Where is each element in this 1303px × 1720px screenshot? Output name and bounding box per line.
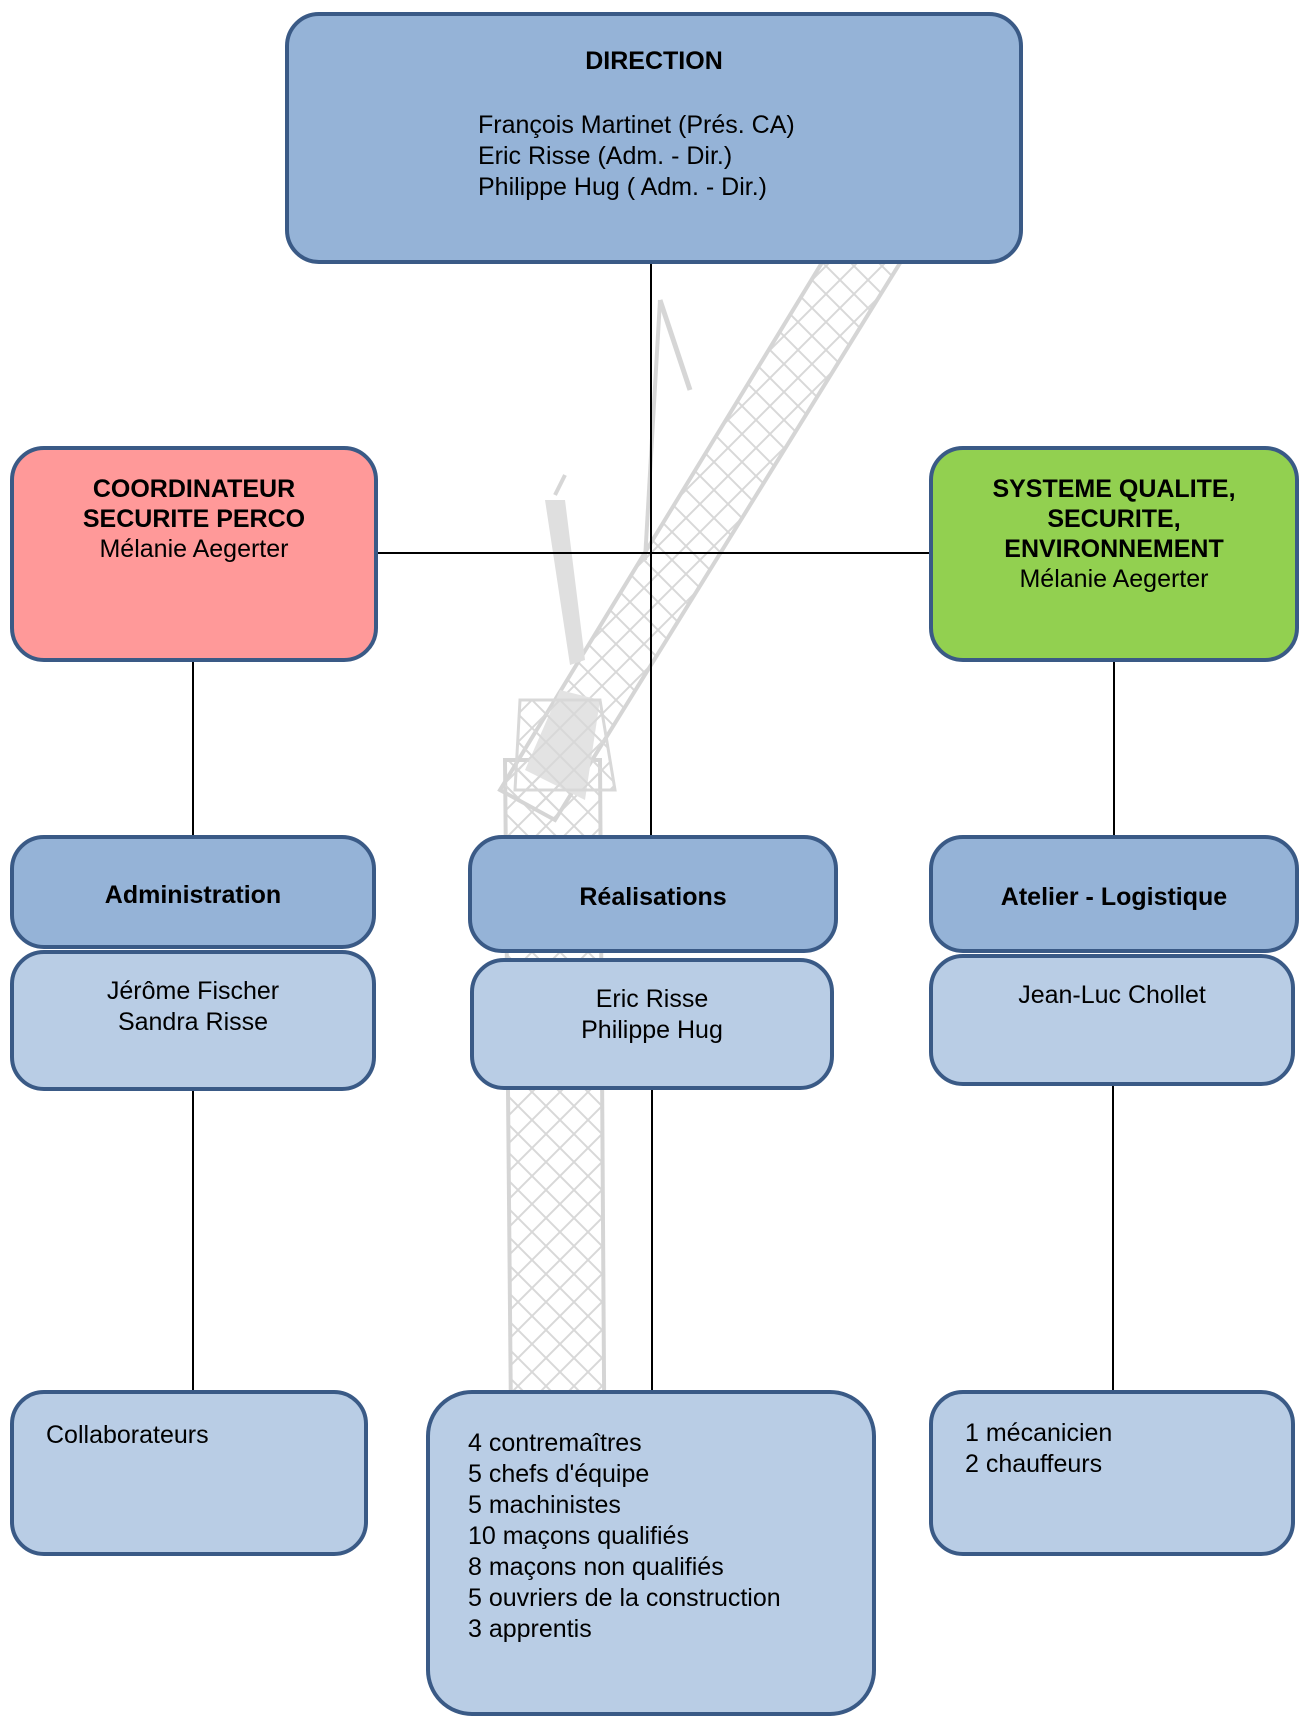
realisations-staff-item: 8 maçons non qualifiés <box>468 1553 724 1581</box>
direction-member: Eric Risse (Adm. - Dir.) <box>478 142 733 170</box>
qualite-title-line: ENVIRONNEMENT <box>1004 535 1224 563</box>
administration-title: Administration <box>104 881 282 909</box>
qualite-title-line: SECURITE, <box>1047 505 1181 533</box>
direction-title: DIRECTION <box>585 47 723 75</box>
atelier-people-box: Jean-Luc Chollet <box>929 954 1295 1086</box>
realisations-title: Réalisations <box>579 883 727 911</box>
atelier-staff-item: 2 chauffeurs <box>965 1450 1103 1478</box>
realisations-staff-item: 5 machinistes <box>468 1491 621 1519</box>
qualite-box: SYSTEME QUALITE, SECURITE, ENVIRONNEMENT… <box>929 446 1299 662</box>
atelier-title: Atelier - Logistique <box>1000 883 1228 911</box>
realisations-staff-item: 5 chefs d'équipe <box>468 1460 650 1488</box>
atelier-header-box: Atelier - Logistique <box>929 835 1299 953</box>
direction-member: Philippe Hug ( Adm. - Dir.) <box>478 173 767 201</box>
coordinateur-title-line: COORDINATEUR <box>92 475 296 503</box>
atelier-staff-box: 1 mécanicien 2 chauffeurs <box>929 1390 1295 1556</box>
atelier-staff-item: 1 mécanicien <box>965 1419 1113 1447</box>
administration-people-box: Jérôme Fischer Sandra Risse <box>10 950 376 1091</box>
qualite-person: Mélanie Aegerter <box>1019 565 1209 593</box>
administration-header-box: Administration <box>10 835 376 949</box>
administration-staff-item: Collaborateurs <box>46 1421 209 1449</box>
realisations-staff-item: 10 maçons qualifiés <box>468 1522 689 1550</box>
realisations-staff-item: 5 ouvriers de la construction <box>468 1584 781 1612</box>
administration-staff-box: Collaborateurs <box>10 1390 368 1556</box>
coordinateur-person: Mélanie Aegerter <box>99 535 289 563</box>
realisations-staff-box: 4 contremaîtres 5 chefs d'équipe 5 machi… <box>426 1390 876 1716</box>
direction-box: DIRECTION François Martinet (Prés. CA) E… <box>285 12 1023 264</box>
qualite-title-line: SYSTEME QUALITE, <box>992 475 1236 503</box>
realisations-person: Eric Risse <box>595 985 709 1013</box>
atelier-person: Jean-Luc Chollet <box>1018 981 1206 1009</box>
direction-member: François Martinet (Prés. CA) <box>478 111 795 139</box>
realisations-people-box: Eric Risse Philippe Hug <box>470 958 834 1090</box>
coordinateur-box: COORDINATEUR SECURITE PERCO Mélanie Aege… <box>10 446 378 662</box>
coordinateur-title-line: SECURITE PERCO <box>82 505 306 533</box>
direction-members: François Martinet (Prés. CA) Eric Risse … <box>478 110 795 203</box>
realisations-staff-item: 4 contremaîtres <box>468 1429 642 1457</box>
realisations-header-box: Réalisations <box>468 835 838 953</box>
realisations-person: Philippe Hug <box>581 1016 723 1044</box>
administration-person: Jérôme Fischer <box>106 977 280 1005</box>
realisations-staff-item: 3 apprentis <box>468 1615 592 1643</box>
administration-person: Sandra Risse <box>117 1008 269 1036</box>
